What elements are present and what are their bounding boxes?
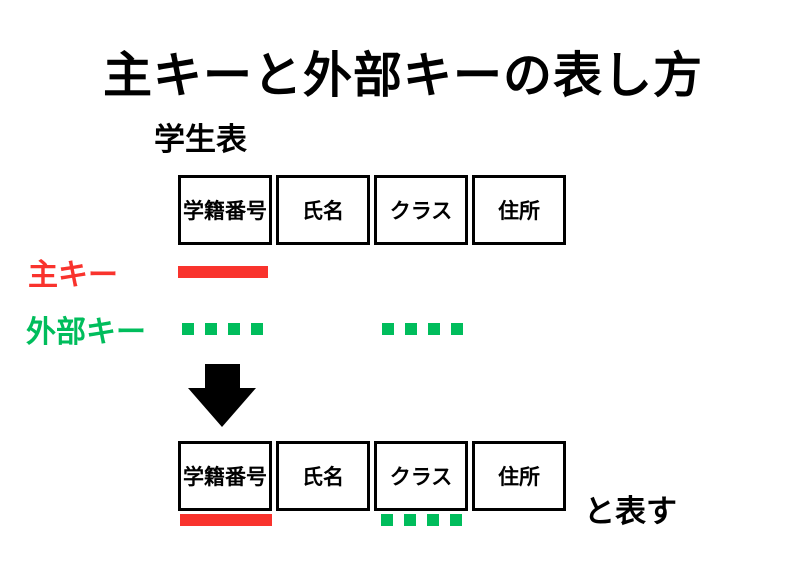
green-dash [182, 323, 194, 335]
green-dash [404, 514, 416, 526]
green-dash [205, 323, 217, 335]
foreign-key-dash-sample-left [182, 323, 263, 335]
green-dash [428, 323, 440, 335]
primary-key-line-sample [178, 266, 268, 278]
green-dash [382, 323, 394, 335]
cell-class: クラス [374, 441, 468, 511]
primary-key-underline [180, 514, 272, 526]
student-table-label: 学生表 [154, 122, 247, 157]
green-dash [381, 514, 393, 526]
green-dash [451, 323, 463, 335]
foreign-key-dash-sample-right [382, 323, 463, 335]
green-dash [450, 514, 462, 526]
cell-address: 住所 [472, 441, 566, 511]
cell-student-id: 学籍番号 [178, 441, 272, 511]
primary-key-label: 主キー [28, 259, 118, 292]
foreign-key-underline [381, 514, 462, 526]
student-table-columns-bottom: 学籍番号 氏名 クラス 住所 [178, 441, 566, 511]
down-arrow-icon [188, 364, 256, 427]
green-dash [251, 323, 263, 335]
green-dash [427, 514, 439, 526]
cell-student-id: 学籍番号 [178, 175, 272, 245]
cell-class: クラス [374, 175, 468, 245]
cell-name: 氏名 [276, 441, 370, 511]
page-title: 主キーと外部キーの表し方 [103, 49, 704, 103]
cell-address: 住所 [472, 175, 566, 245]
cell-name: 氏名 [276, 175, 370, 245]
student-table-columns-top: 学籍番号 氏名 クラス 住所 [178, 175, 566, 245]
green-dash [228, 323, 240, 335]
green-dash [405, 323, 417, 335]
foreign-key-label: 外部キー [26, 316, 146, 349]
result-caption: と表す [584, 494, 677, 529]
